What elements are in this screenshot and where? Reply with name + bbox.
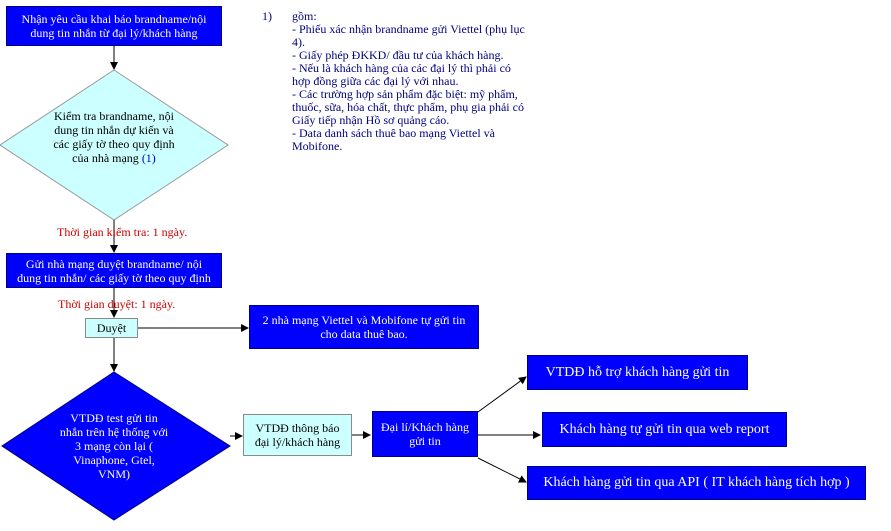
check-diamond-ref: (1): [141, 151, 156, 165]
test-diamond: [1, 371, 231, 521]
check-time-note: Thời gian kiểm tra: 1 ngày.: [57, 225, 188, 239]
notes-item: - Các trường hợp sản phẩm đặc biệt: mỹ p…: [292, 87, 524, 127]
arrow-agent-to-support: [477, 376, 527, 413]
notes-item: - Data danh sách thuê bao mạng Viettel v…: [292, 126, 495, 153]
support-box: VTDĐ hỗ trợ khách hàng gửi tin: [527, 355, 748, 390]
arrow-agent-to-api: [477, 457, 527, 483]
receive-request-box: Nhận yêu cầu khai báo brandname/nội dung…: [6, 6, 222, 46]
agent-send-box: Đại lí/Khách hàng gửi tin: [372, 411, 478, 457]
check-diamond-label: Kiểm tra brandname, nội dung tin nhắn dự…: [53, 109, 175, 165]
test-diamond-text: VTDĐ test gửi tin nhắn trên hệ thống với…: [59, 411, 169, 481]
notes-number: 1): [262, 9, 272, 23]
notes-item: - Giấy phép ĐKKD/ đầu tư của khách hàng.: [292, 48, 504, 62]
notes-item: - Nếu là khách hàng của các đại lý thì p…: [292, 61, 511, 88]
api-box: Khách hàng gửi tin qua API ( IT khách hà…: [527, 466, 866, 500]
approved-box: Duyệt: [85, 318, 138, 338]
notes-header: 1) gồm:: [262, 10, 532, 23]
notes-heading: gồm:: [292, 9, 317, 23]
approve-time-note: Thời gian duyệt: 1 ngày.: [58, 297, 176, 311]
notes-list: - Phiếu xác nhận brandname gửi Viettel (…: [262, 23, 532, 153]
viettel-mobifone-box: 2 nhà mạng Viettel và Mobifone tự gửi ti…: [249, 305, 479, 349]
notes-item: - Phiếu xác nhận brandname gửi Viettel (…: [292, 22, 525, 49]
requirements-notes: 1) gồm: - Phiếu xác nhận brandname gửi V…: [262, 10, 532, 153]
notify-box: VTDĐ thông báo đại lý/khách hàng: [243, 414, 352, 456]
send-operators-box: Gửi nhà mạng duyệt brandname/ nội dung t…: [6, 253, 222, 288]
check-diamond-text: Kiểm tra brandname, nội dung tin nhắn dự…: [50, 109, 178, 165]
web-report-box: Khách hàng tự gửi tin qua web report: [542, 412, 787, 447]
